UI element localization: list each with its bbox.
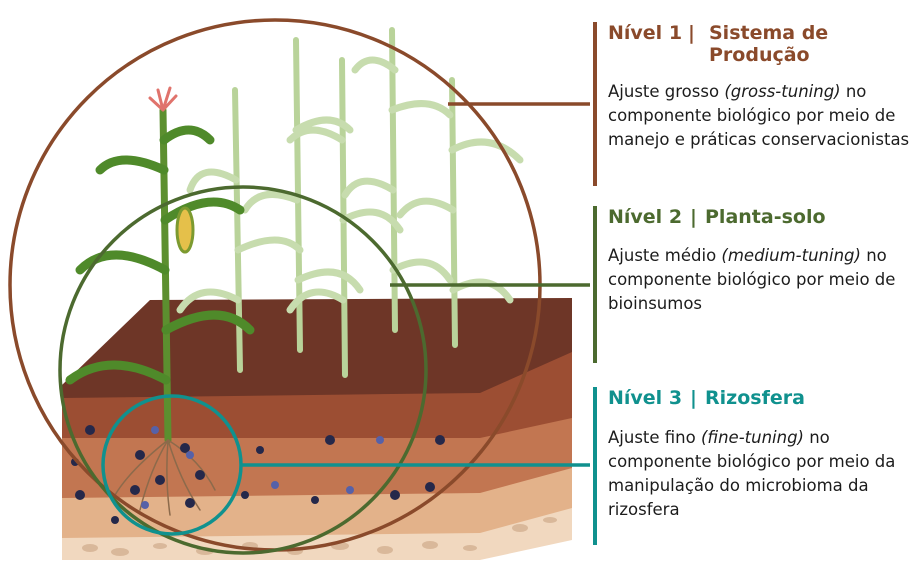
level-2-desc-term: (medium-tuning) [721,246,861,265]
level-1-bar [593,22,597,186]
level-3-block: Nível 3 | Rizosfera Ajuste fino (fine-tu… [593,387,915,545]
level-3-desc-term: (fine-tuning) [701,428,804,447]
level-2-description: Ajuste médio (medium-tuning) no componen… [608,244,915,316]
level-2-name: Planta-solo [705,206,826,228]
level-2-number: Nível 2 [608,206,682,228]
level-2-block: Nível 2 | Planta-solo Ajuste médio (medi… [593,206,915,363]
level-1-description: Ajuste grosso (gross-tuning) no componen… [608,80,915,152]
soil-top-surface [62,298,572,400]
level-1-desc-text: Ajuste grosso [608,82,724,101]
level-1-block: Nível 1 | Sistema de Produção Ajuste gro… [593,22,915,186]
level-3-description: Ajuste fino (fine-tuning) no componente … [608,426,915,522]
level-3-number: Nível 3 [608,387,682,409]
level-2-desc-text: Ajuste médio [608,246,721,265]
level-2-bar [593,206,597,363]
level-3-separator: | [690,387,697,409]
level-3-desc-text: Ajuste fino [608,428,701,447]
level-3-bar [593,387,597,545]
level-2-separator: | [690,206,697,228]
level-1-name: Sistema de Produção [709,22,839,66]
level-1-desc-term: (gross-tuning) [724,82,840,101]
soil-plant-illustration [0,0,590,565]
level-3-title: Nível 3 | Rizosfera [608,387,915,409]
level-1-separator: | [688,22,695,44]
level-1-title: Nível 1 | Sistema de Produção [608,22,915,66]
level-3-name: Rizosfera [705,387,805,409]
level-1-number: Nível 1 [608,22,682,44]
level-2-title: Nível 2 | Planta-solo [608,206,915,228]
